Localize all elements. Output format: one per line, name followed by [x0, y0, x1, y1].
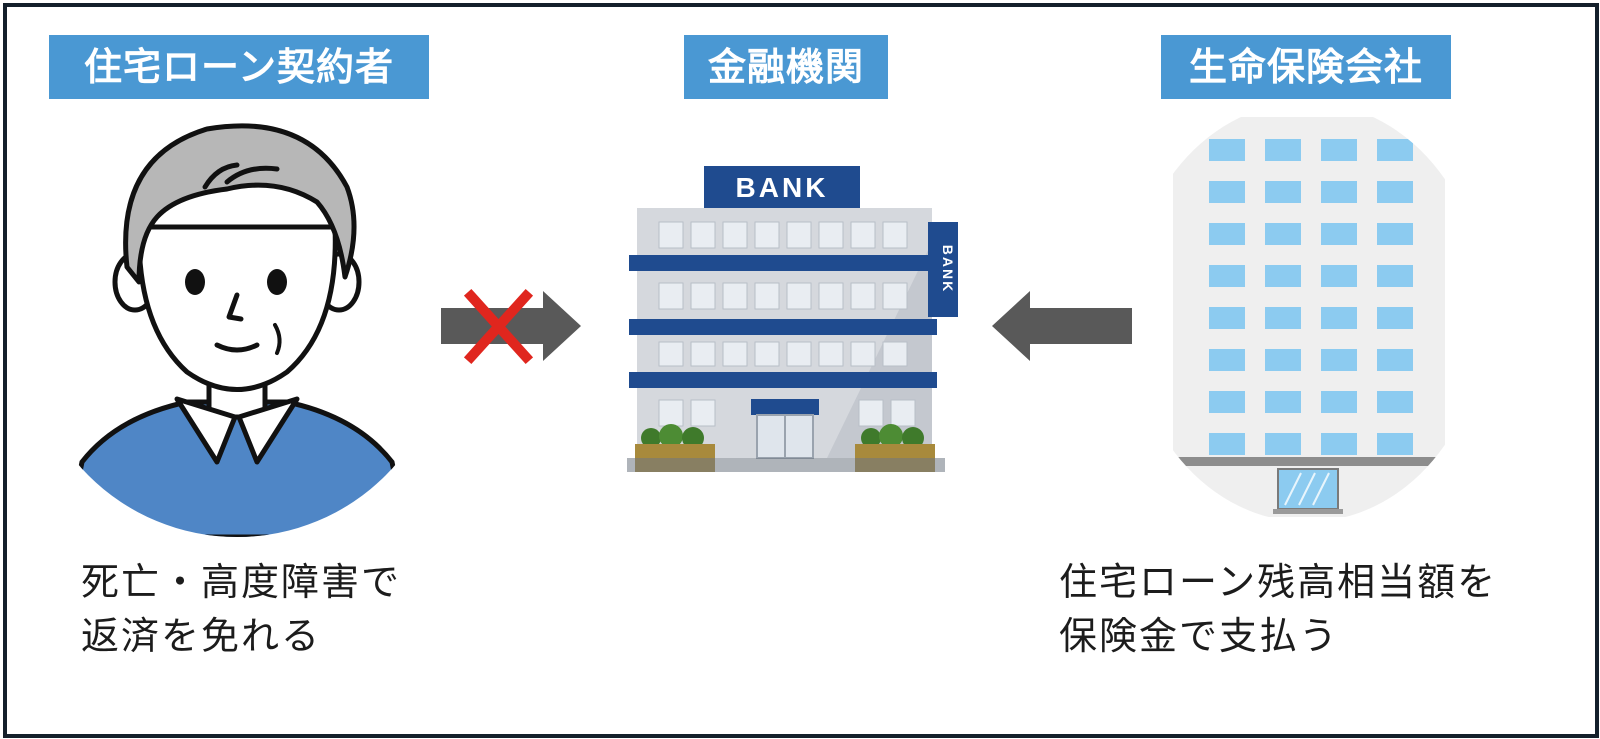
diagram-frame: 住宅ローン契約者 金融機関 生命保険会社 — [3, 3, 1599, 738]
bank-side-sign: BANK — [940, 245, 956, 293]
office-building-icon — [1167, 117, 1453, 517]
bank-top-sign: BANK — [736, 172, 829, 203]
cross-mark-icon — [463, 288, 534, 365]
label-borrower: 住宅ローン契約者 — [49, 35, 429, 99]
label-bank: 金融機関 — [684, 35, 888, 99]
label-insurer: 生命保険会社 — [1161, 35, 1451, 99]
caption-borrower-line2: 返済を免れる — [81, 614, 322, 658]
bank-building-icon: BANK BANK — [627, 166, 958, 472]
caption-insurer-line1: 住宅ローン残高相当額を — [1059, 560, 1498, 604]
caption-borrower-line1: 死亡・高度障害で — [81, 560, 402, 604]
left-arrow-icon — [992, 291, 1132, 361]
blocked-arrow-icon — [441, 288, 581, 365]
caption-insurer-line2: 保険金で支払う — [1059, 614, 1340, 658]
person-icon — [63, 123, 411, 537]
